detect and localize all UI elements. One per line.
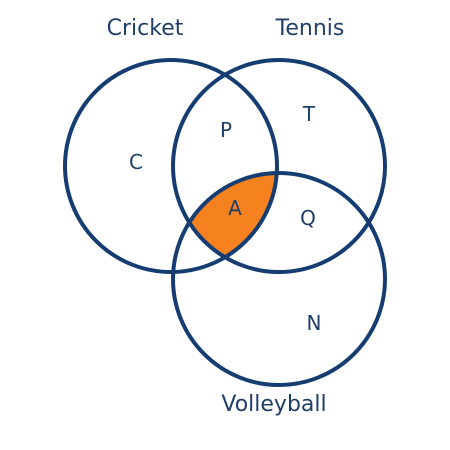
volleyball-circle [171,171,387,387]
all-three-intersection-highlight [173,173,277,272]
cricket-circle [63,58,279,274]
tennis-set-label: Tennis [275,16,345,41]
region-label-n: N [307,311,322,335]
region-label-a: A [228,196,242,220]
region-label-t: T [302,102,316,126]
intersection-region-group [173,173,277,272]
intersection-inner-group [173,173,277,272]
region-label-p: P [220,118,232,142]
volleyball-set-label: Volleyball [221,392,326,417]
cricket-set-label: Cricket [107,16,184,41]
tennis-circle [171,58,387,274]
region-label-q: Q [300,206,316,230]
region-label-c: C [129,150,143,174]
